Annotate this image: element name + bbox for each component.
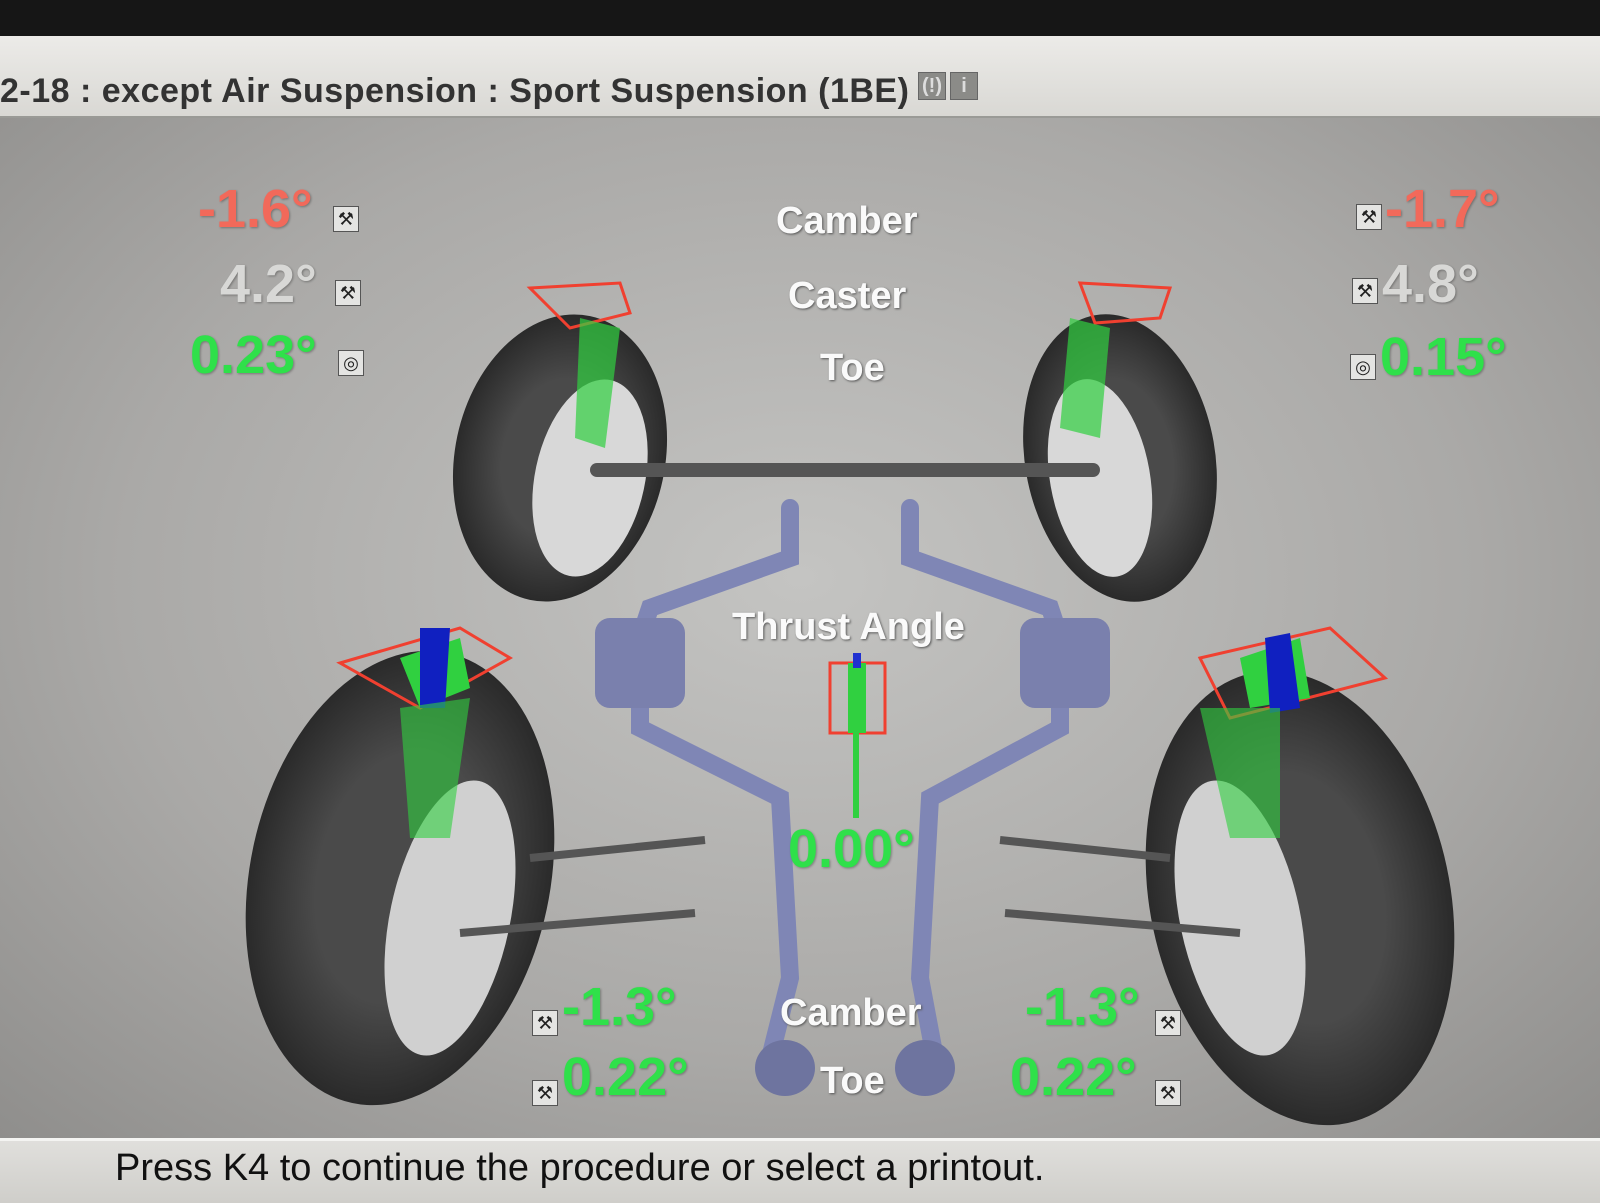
rear-right-toe-value: 0.22°: [1010, 1047, 1137, 1107]
steering-wheel-icon[interactable]: ◎: [1350, 354, 1376, 380]
wrench-icon[interactable]: ⚒: [532, 1010, 558, 1036]
status-message: Press K4 to continue the procedure or se…: [115, 1147, 1045, 1189]
rear-left-camber-value: -1.3°: [562, 977, 677, 1037]
rear-right-wheel: [999, 626, 1455, 1126]
steering-wheel-icon[interactable]: ◎: [338, 350, 364, 376]
thrust-angle-label: Thrust Angle: [732, 606, 965, 648]
wrench-icon[interactable]: ⚒: [1352, 278, 1378, 304]
front-left-camber-value: -1.6°: [198, 179, 313, 239]
wrench-icon[interactable]: ⚒: [1155, 1080, 1181, 1106]
front-caster-label: Caster: [788, 275, 907, 317]
thrust-angle-indicator: [828, 653, 887, 818]
front-left-wheel: [452, 281, 668, 602]
wrench-icon[interactable]: ⚒: [532, 1080, 558, 1106]
front-right-wheel: [1023, 281, 1217, 602]
front-left-toe-value: 0.23°: [190, 325, 317, 385]
wrench-icon[interactable]: ⚒: [333, 206, 359, 232]
tpms-icon[interactable]: (!): [918, 72, 946, 100]
front-right-camber-value: -1.7°: [1385, 179, 1500, 239]
front-right-caster-value: 4.8°: [1382, 254, 1479, 314]
front-camber-label: Camber: [776, 200, 918, 242]
wrench-icon[interactable]: ⚒: [335, 280, 361, 306]
steering-rack: [590, 463, 1100, 477]
thrust-angle-value: 0.00°: [788, 819, 915, 879]
info-icon[interactable]: i: [950, 72, 978, 100]
alignment-view: Camber Caster Toe -1.6° ⚒ 4.2° ⚒ 0.23° ◎…: [0, 118, 1600, 1138]
title-bar: 2-18 : except Air Suspension : Sport Sus…: [0, 36, 1600, 118]
rear-left-toe-value: 0.22°: [562, 1047, 689, 1107]
rear-camber-label: Camber: [780, 992, 922, 1034]
status-bar: Press K4 to continue the procedure or se…: [0, 1138, 1600, 1203]
wrench-icon[interactable]: ⚒: [1155, 1010, 1181, 1036]
exhaust-system: [631, 499, 1069, 1067]
rear-toe-label: Toe: [820, 1060, 885, 1102]
front-right-toe-value: 0.15°: [1380, 327, 1507, 387]
rear-right-camber-value: -1.3°: [1025, 977, 1140, 1037]
rear-left-wheel: [245, 626, 706, 1106]
front-toe-label: Toe: [820, 347, 885, 389]
front-left-caster-value: 4.2°: [220, 254, 317, 314]
vehicle-spec-title: 2-18 : except Air Suspension : Sport Sus…: [0, 72, 910, 110]
monitor-bezel: [0, 0, 1600, 36]
wrench-icon[interactable]: ⚒: [1356, 204, 1382, 230]
vehicle-suspension-illustration: [245, 281, 1455, 1126]
